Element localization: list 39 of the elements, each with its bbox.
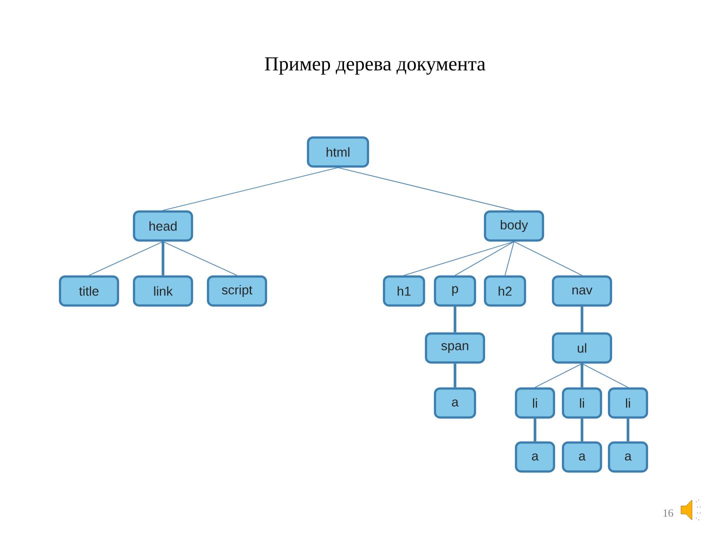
tag-box: h2 xyxy=(484,275,526,307)
tag-box: li xyxy=(608,387,648,419)
connector-line xyxy=(514,241,582,276)
connector-line xyxy=(162,241,238,276)
connector-line xyxy=(534,418,536,442)
connector-line xyxy=(580,364,584,388)
connector-line xyxy=(162,167,338,211)
tag-box: link xyxy=(132,275,194,307)
tag-box: p xyxy=(434,275,476,307)
tag-box: li xyxy=(514,387,556,419)
tag-box: a xyxy=(562,441,602,473)
connector-line xyxy=(534,363,582,388)
tag-box: span xyxy=(424,332,486,364)
connector-line xyxy=(504,241,514,276)
tag-box: title xyxy=(58,275,120,307)
connector-line xyxy=(88,241,164,276)
tag-box: a xyxy=(514,441,556,473)
tag-box: script xyxy=(206,275,268,307)
tag-box: body xyxy=(484,210,544,242)
connector-line xyxy=(626,418,630,442)
tag-box: ul xyxy=(552,332,612,364)
tag-box: nav xyxy=(552,275,612,307)
tag-box: li xyxy=(562,387,602,419)
connector-line xyxy=(404,241,514,276)
connector-line xyxy=(338,167,514,211)
title: Пример дерева документа xyxy=(264,57,486,75)
tag-box: h1 xyxy=(382,275,426,307)
page-number: 16 xyxy=(664,509,674,517)
tag-box: a xyxy=(434,387,476,419)
connector-line xyxy=(454,241,514,276)
tag-box: head xyxy=(132,210,194,242)
connector-line xyxy=(162,242,164,276)
connector-line xyxy=(454,306,456,332)
connector-line xyxy=(580,418,584,442)
connector-line xyxy=(582,363,628,388)
tag-box: html xyxy=(306,136,370,168)
connector-line xyxy=(580,306,584,332)
tag-box: a xyxy=(608,441,648,473)
connector-line xyxy=(454,364,456,388)
